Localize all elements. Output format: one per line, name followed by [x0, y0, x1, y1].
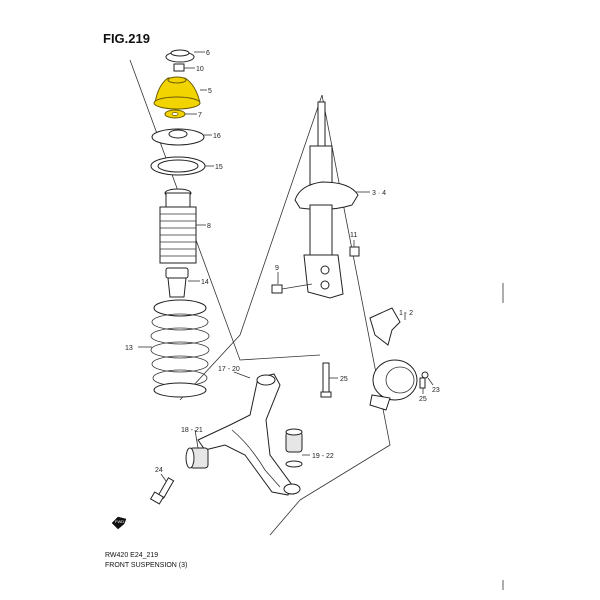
- part-15-seat-ring: [150, 156, 214, 176]
- part-1-2-knuckle: [369, 307, 418, 411]
- callouts: 6 10 5 7 16 15 8 14 13 3 · 4 11 9 1 · 2 …: [125, 50, 440, 474]
- callout-6: 6: [206, 50, 210, 57]
- callout-14: 14: [201, 279, 209, 286]
- callout-7: 7: [198, 112, 202, 119]
- callout-8: 8: [207, 223, 211, 230]
- part-25-long-bolt: [320, 362, 338, 398]
- callout-10: 10: [196, 66, 204, 73]
- part-18-21-front-bushing: [185, 429, 209, 469]
- part-11-nut: [349, 240, 360, 257]
- callout-23: 23: [432, 387, 440, 394]
- part-5-strut-mount-highlighted: [153, 76, 207, 110]
- callout-9: 9: [275, 265, 279, 272]
- caption-title: FRONT SUSPENSION (3): [105, 562, 187, 569]
- callout-16: 16: [213, 133, 221, 140]
- callout-15: 15: [215, 164, 223, 171]
- part-13-coil-spring: [138, 299, 210, 398]
- callout-13: 13: [125, 345, 133, 352]
- part-3-4-strut: [294, 101, 370, 299]
- part-7-washer-highlighted: [164, 109, 197, 119]
- part-25-knuckle-bolt: [419, 377, 426, 394]
- callout-24: 24: [155, 467, 163, 474]
- part-10-nut: [173, 63, 195, 72]
- callout-1-2: 1 · 2: [399, 310, 413, 317]
- part-9-bolts: [271, 272, 313, 294]
- part-19-22-rear-bushing: [285, 428, 310, 468]
- fwd-label: FWD: [115, 519, 124, 524]
- callout-17-20: 17 - 20: [218, 366, 240, 373]
- callout-11: 11: [350, 232, 357, 239]
- ball-joint: [283, 483, 301, 495]
- part-16-spring-seat: [151, 128, 212, 146]
- fwd-arrow-icon: FWD: [111, 516, 127, 530]
- callout-18-21: 18 - 21: [181, 427, 203, 434]
- part-17-20-control-arm: [197, 371, 293, 496]
- part-8-dust-boot: [159, 188, 206, 264]
- figure-label: FIG.219: [103, 31, 150, 46]
- part-6-mount-cap: [165, 49, 205, 63]
- part-24-bolt: [149, 473, 175, 505]
- part-14-bump-stop: [165, 267, 200, 298]
- callout-5: 5: [208, 88, 212, 95]
- callout-25-knuckle: 25: [419, 396, 427, 403]
- caption-code: RW420 E24_219: [105, 552, 158, 559]
- callout-19-22: 19 - 22: [312, 453, 334, 460]
- part-23-nut: [421, 371, 434, 386]
- callout-25-bolt: 25: [340, 376, 348, 383]
- callout-3-4: 3 · 4: [372, 190, 386, 197]
